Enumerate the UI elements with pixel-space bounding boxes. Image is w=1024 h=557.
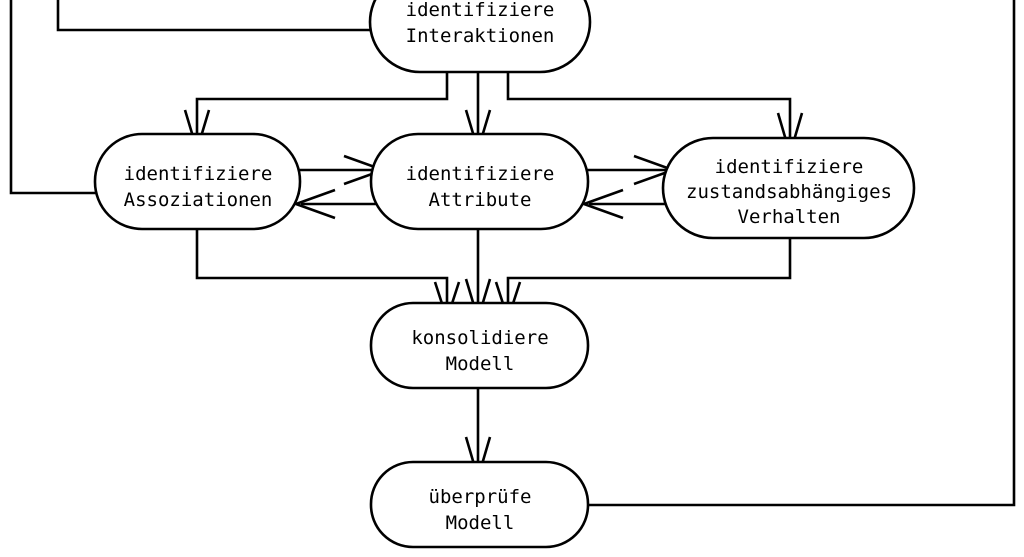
node-konsolidiere-modell[interactable]: konsolidiere Modell: [369, 301, 590, 390]
node-identifiziere-assoziationen[interactable]: identifiziere Assoziationen: [93, 132, 302, 231]
node-label-interaktionen-line2: Interaktionen: [406, 25, 555, 47]
node-label-konsolidiere-line1: konsolidiere: [411, 327, 548, 349]
edge-verhalten-to-konsolidiere: [506, 237, 792, 315]
node-label-ueberpruefe-line1: überprüfe: [429, 486, 532, 508]
node-label-attribute-line1: identifiziere: [406, 163, 555, 185]
edge-interaktionen-feedback-left: [56, 0, 370, 32]
node-label-interaktionen-line1: identifiziere: [406, 0, 555, 21]
node-label-attribute-line2: Attribute: [429, 189, 532, 211]
edge-layer: [9, 0, 1016, 507]
node-label-verhalten-line3: Verhalten: [738, 206, 841, 228]
edge-ueberpruefe-feedback-right: [588, 0, 1016, 507]
node-label-konsolidiere-line2: Modell: [446, 353, 515, 375]
node-label-assoziationen-line2: Assoziationen: [124, 189, 273, 211]
edge-interaktionen-to-assoziationen: [195, 72, 449, 146]
node-label-assoziationen-line1: identifiziere: [124, 163, 273, 185]
node-identifiziere-zustandsabhaengiges-verhalten[interactable]: identifiziere zustandsabhängiges Verhalt…: [661, 136, 916, 240]
node-identifiziere-interaktionen[interactable]: identifiziere Interaktionen: [368, 0, 592, 74]
node-label-ueberpruefe-line2: Modell: [446, 512, 515, 534]
node-identifiziere-attribute[interactable]: identifiziere Attribute: [369, 132, 590, 231]
edge-assoziationen-to-konsolidiere: [195, 228, 449, 315]
node-ueberpruefe-modell[interactable]: überprüfe Modell: [369, 460, 590, 549]
node-shape-ueberpruefe[interactable]: [369, 460, 590, 549]
node-label-verhalten-line1: identifiziere: [715, 156, 864, 178]
node-shape-verhalten[interactable]: [661, 136, 916, 240]
node-shape-konsolidiere[interactable]: [369, 301, 590, 390]
node-shape-assoziationen[interactable]: [93, 132, 302, 231]
node-shape-interaktionen[interactable]: [368, 0, 592, 74]
node-label-verhalten-line2: zustandsabhängiges: [686, 181, 892, 203]
edge-interaktionen-to-verhalten: [506, 72, 792, 150]
node-shape-attribute[interactable]: [369, 132, 590, 231]
